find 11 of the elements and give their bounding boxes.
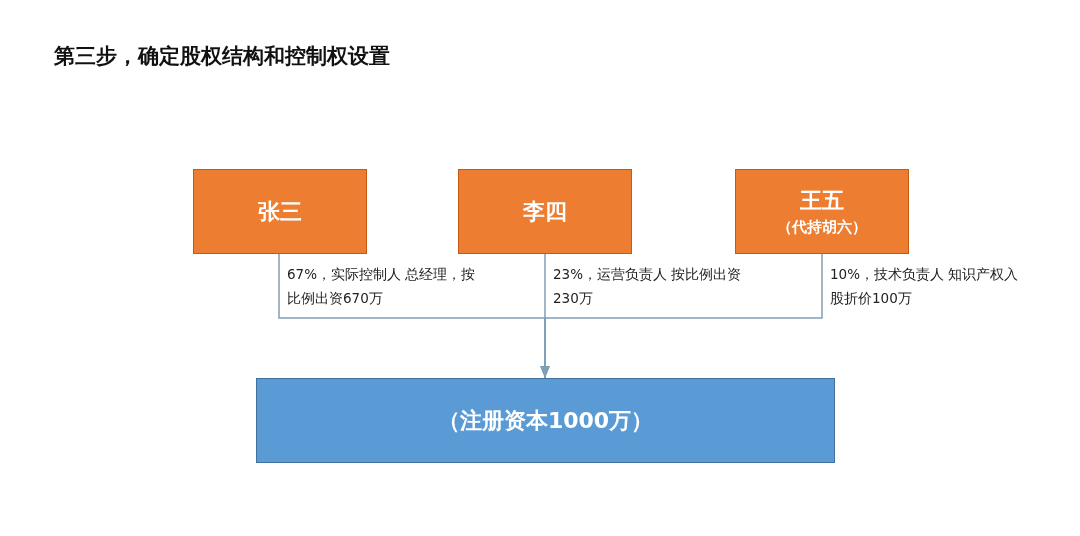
node-label: 李四 <box>523 197 567 226</box>
node-sublabel: （代持胡六） <box>777 218 867 237</box>
node-label: 王五 <box>800 187 844 215</box>
owner-box <box>193 169 367 254</box>
node-label: 张三 <box>258 197 302 226</box>
node-label: （注册资本1000万） <box>437 406 654 435</box>
title: 第三步，确定股权结构和控制权设置 <box>54 43 390 70</box>
owner-box <box>458 169 632 254</box>
connector-arrow <box>540 253 823 379</box>
owner-box <box>735 169 909 254</box>
company-box <box>256 378 835 463</box>
